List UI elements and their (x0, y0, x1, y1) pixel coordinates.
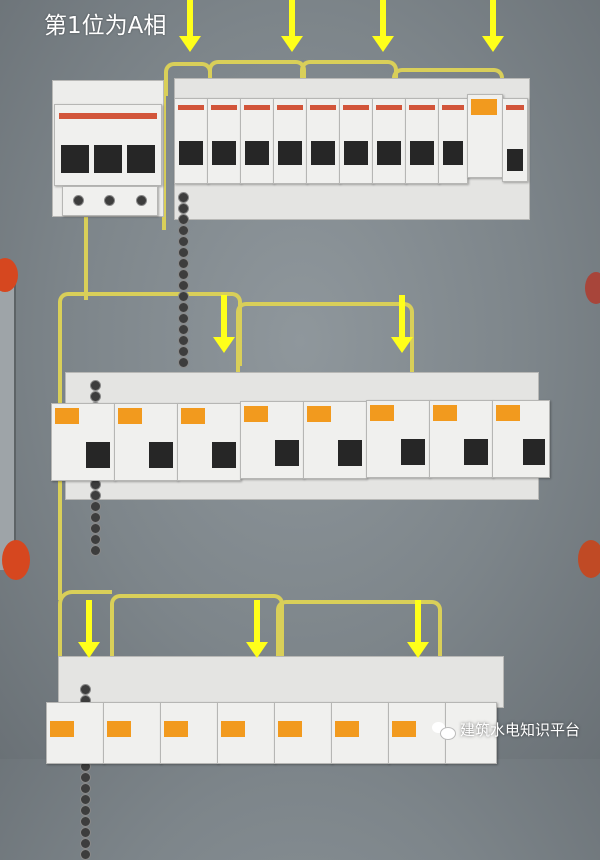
phase-a-arrow (281, 0, 303, 52)
terminal-screws (178, 192, 524, 368)
rcd-breaker (274, 702, 332, 764)
breaker (372, 98, 406, 184)
breaker (438, 98, 468, 184)
rubber-bumper-left-top (0, 258, 18, 292)
main-breaker-terminals (62, 186, 158, 216)
rubber-bumper-left-bottom (2, 540, 30, 580)
breaker (339, 98, 373, 184)
breaker (502, 98, 528, 182)
phase-wire (58, 292, 242, 366)
rcd-breaker (160, 702, 218, 764)
phase-a-arrow (78, 600, 100, 658)
phase-a-arrow (246, 600, 268, 658)
rcd-breaker (429, 400, 493, 478)
phase-wire (208, 60, 306, 94)
phase-wire (58, 590, 112, 664)
breaker (405, 98, 439, 184)
main-breaker-3-pole (54, 104, 162, 186)
breaker-bank-bottom (58, 656, 504, 708)
rcd-breaker (217, 702, 275, 764)
wechat-icon (431, 721, 456, 740)
phase-a-arrow (213, 295, 235, 353)
rcd-breaker (492, 400, 550, 478)
rubber-bumper-right-bottom (578, 540, 600, 578)
rcd-breaker (366, 400, 430, 478)
breaker (273, 98, 307, 184)
phase-a-arrow (407, 600, 429, 658)
breaker (240, 98, 274, 184)
rcd-breaker (46, 702, 104, 764)
rcd-breaker (240, 401, 304, 479)
phase-wire (276, 600, 442, 666)
rcd-breaker (388, 702, 446, 764)
breaker (306, 98, 340, 184)
breaker (207, 98, 241, 184)
rcd-breaker (103, 702, 161, 764)
caption-phase-a: 第1位为A相 (44, 13, 167, 39)
phase-a-arrow (482, 0, 504, 52)
rcd-breaker (467, 94, 503, 178)
rcd-breaker (331, 702, 389, 764)
watermark: 建筑水电知识平台 (431, 719, 580, 740)
rubber-bumper-right-top (585, 272, 600, 304)
rcd-breaker (51, 403, 115, 481)
phase-wire (162, 80, 166, 230)
phase-a-arrow (179, 0, 201, 52)
phase-a-arrow (372, 0, 394, 52)
phase-wire (84, 210, 88, 300)
phase-wire (110, 594, 284, 664)
phase-a-arrow (391, 295, 413, 353)
rcd-breaker (177, 403, 241, 481)
rcd-breaker (114, 403, 178, 481)
breaker (174, 98, 208, 184)
side-terminal-strip (0, 270, 16, 570)
rcd-breaker (303, 401, 367, 479)
watermark-text: 建筑水电知识平台 (459, 721, 580, 739)
